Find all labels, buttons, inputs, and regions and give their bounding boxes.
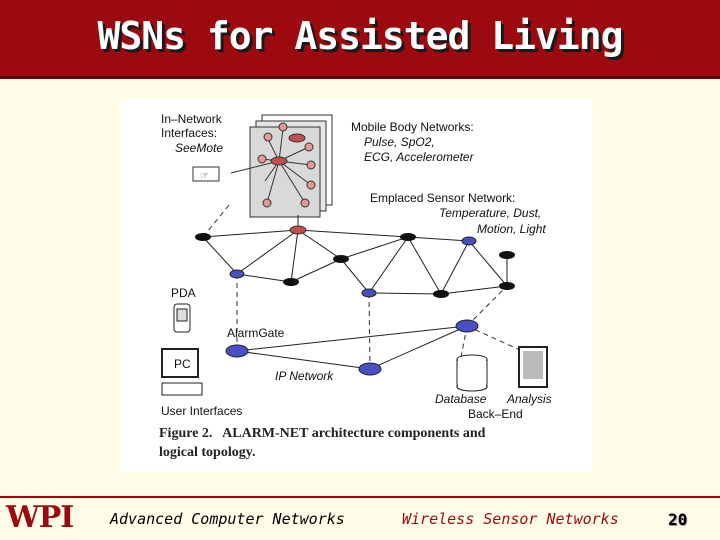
alarmgate-label: AlarmGate (227, 326, 285, 340)
database-icon (456, 354, 488, 392)
analysis-label: Analysis (506, 392, 552, 406)
pc-icon (161, 348, 199, 378)
database-label: Database (435, 392, 487, 406)
emplaced-line1: Temperature, Dust, (439, 206, 541, 220)
body-network-panel-front (249, 126, 321, 218)
seemote-label: SeeMote (175, 141, 223, 155)
figure-caption-line1: Figure 2. ALARM-NET architecture compone… (159, 426, 486, 441)
seemote-hand-icon: ☞ (200, 171, 209, 182)
in-network-label-1: In–Network (161, 112, 223, 126)
architecture-diagram: ☞ (159, 112, 552, 460)
emplaced-sensor-nodes (195, 233, 515, 298)
footer-course: Advanced Computer Networks (110, 510, 345, 528)
mobile-body-title: Mobile Body Networks: (351, 120, 474, 134)
emplaced-title: Emplaced Sensor Network: (370, 191, 515, 205)
body-gateway-node (289, 225, 307, 235)
wpi-logo-text: WPI (6, 500, 74, 535)
body-hub-node (288, 133, 306, 143)
mobile-body-line1: Pulse, SpO2, (364, 135, 435, 149)
footer-topic: Wireless Sensor Networks (402, 510, 619, 528)
pda-label: PDA (171, 286, 196, 300)
pc-base-icon (161, 382, 203, 396)
user-interfaces-label: User Interfaces (161, 404, 242, 418)
figure-caption-line2: logical topology. (159, 445, 255, 460)
in-network-label-2: Interfaces: (161, 126, 217, 140)
gateway-nodes (225, 236, 479, 376)
footer-divider (0, 496, 720, 498)
title-bar: WSNs for Assisted Living (0, 0, 720, 79)
seemote-device-icon (192, 166, 220, 182)
alarm-net-figure: ☞ (121, 99, 593, 472)
body-hub-node-2 (270, 156, 288, 166)
analysis-monitor-icon (518, 346, 548, 388)
pc-label: PC (174, 357, 191, 371)
slide-title: WSNs for Assisted Living (97, 14, 623, 58)
ip-network-label: IP Network (275, 369, 334, 383)
backend-label: Back–End (468, 407, 523, 421)
mobile-body-line2: ECG, Accelerometer (364, 150, 475, 164)
body-sensor-nodes (257, 122, 316, 208)
emplaced-line2: Motion, Light (477, 222, 546, 236)
wpi-logo: WPI (0, 499, 74, 539)
emplaced-network-links (202, 215, 508, 370)
page-number: 20 (668, 510, 688, 529)
